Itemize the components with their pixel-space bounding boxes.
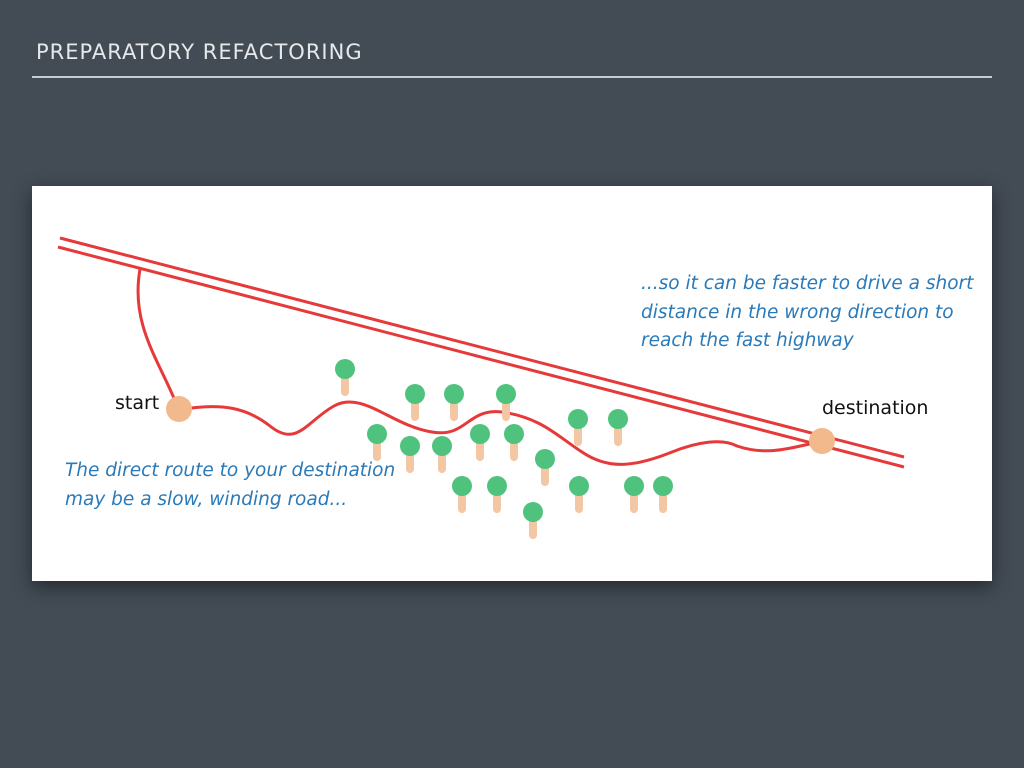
tree-icon [400, 436, 420, 473]
highway-upper-line [59, 236, 905, 459]
tree-icon [444, 384, 464, 421]
tree-icon [523, 502, 543, 539]
direct-route-caption: The direct route to your destination may… [65, 457, 395, 514]
tree-icon [367, 424, 387, 461]
forest [335, 359, 673, 539]
winding-road [177, 400, 823, 466]
highway-caption: ...so it can be faster to drive a short … [641, 270, 973, 356]
tree-icon [624, 476, 644, 513]
tree-icon [487, 476, 507, 513]
tree-icon [608, 409, 628, 446]
caption-line: The direct route to your destination [65, 460, 396, 481]
caption-line: reach the fast highway [641, 330, 854, 351]
tree-icon [568, 409, 588, 446]
start-label: start [115, 392, 160, 414]
tree-icon [335, 359, 355, 396]
route-diagram [57, 236, 905, 539]
start-point [166, 396, 192, 422]
tree-icon [496, 384, 516, 421]
diagram-card: start destination The direct route to yo… [32, 186, 992, 581]
caption-line: may be a slow, winding road... [65, 488, 348, 510]
tree-icon [535, 449, 555, 486]
destination-label: destination [822, 397, 929, 419]
tree-icon [504, 424, 524, 461]
destination-point [809, 428, 835, 454]
tree-icon [653, 476, 673, 513]
tree-icon [405, 384, 425, 421]
tree-icon [432, 436, 452, 473]
slide-title: PREPARATORY REFACTORING [36, 40, 363, 64]
title-divider [32, 76, 992, 78]
tree-icon [569, 476, 589, 513]
tree-icon [452, 476, 472, 513]
connector-road [136, 268, 180, 409]
caption-line: distance in the wrong direction to [641, 301, 954, 323]
caption-line: ...so it can be faster to drive a short [641, 273, 974, 294]
tree-icon [470, 424, 490, 461]
highway-lower-line [57, 245, 905, 469]
